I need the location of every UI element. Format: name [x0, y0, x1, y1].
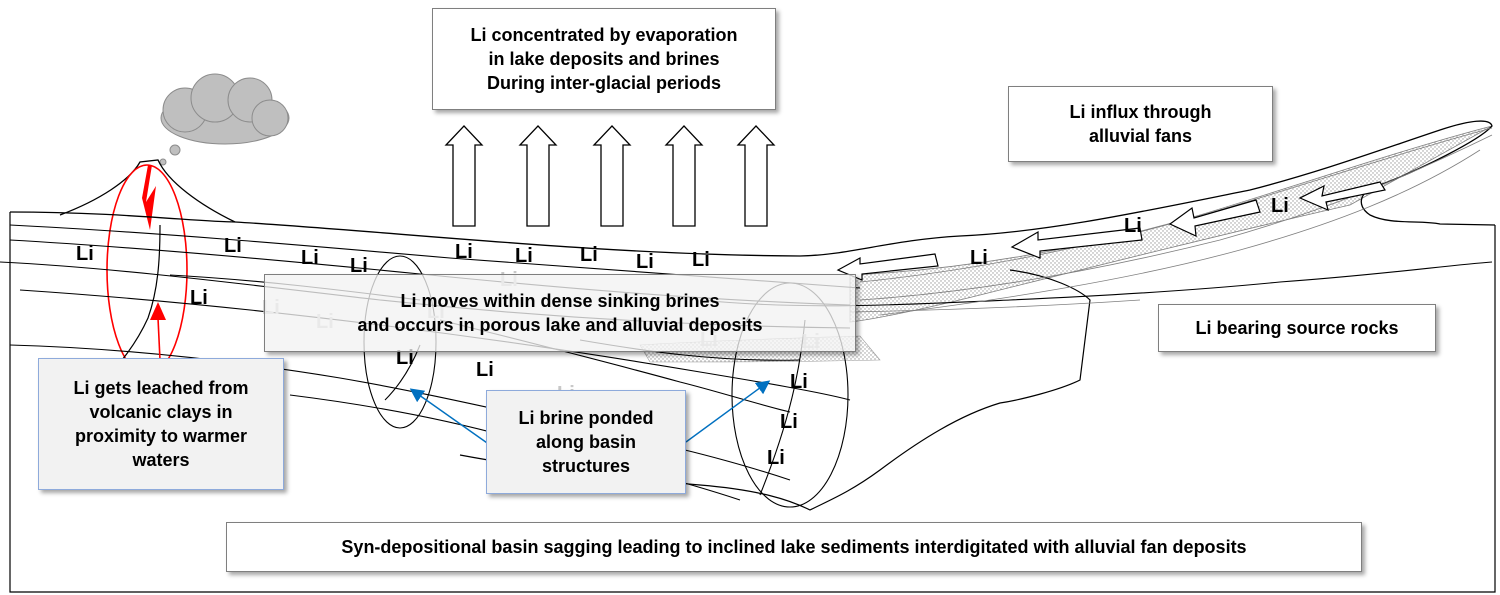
li-marker: Li	[970, 247, 988, 269]
li-marker: Li	[476, 359, 494, 381]
li-marker: Li	[1124, 215, 1142, 237]
basin-frame	[9, 212, 1496, 593]
sinking-brines-box: Li moves within dense sinking brines and…	[264, 274, 856, 352]
left-arrow-icon	[1168, 199, 1261, 237]
influx-arrows	[836, 181, 1386, 281]
li-marker: Li	[636, 251, 654, 273]
li-marker: Li	[350, 255, 368, 277]
li-marker: Li	[396, 347, 414, 369]
li-marker: Li	[767, 447, 785, 469]
li-marker: Li	[692, 249, 710, 271]
ponded-line-3: structures	[541, 456, 631, 476]
sagging-box: Syn-depositional basin sagging leading t…	[226, 522, 1362, 572]
left-arrow-icon	[1298, 181, 1386, 212]
fan-layers	[849, 127, 1493, 316]
li-marker: Li	[790, 371, 808, 393]
li-marker: Li	[455, 241, 473, 263]
leached-line-4: waters	[132, 450, 190, 470]
up-arrow-icon	[736, 125, 776, 227]
red-arrowhead-icon	[150, 302, 166, 320]
volcano-outline	[59, 159, 236, 223]
ponded-line-1: Li brine ponded	[518, 408, 654, 428]
left-arrow-icon	[1010, 227, 1143, 259]
up-arrow-icon	[664, 125, 704, 227]
leached-box: Li gets leached from volcanic clays in p…	[38, 358, 284, 490]
leached-line-3: proximity to warmer	[74, 426, 248, 446]
up-arrow-icon	[592, 125, 632, 227]
volcanic-zone-ellipse	[106, 164, 188, 376]
li-marker: Li	[76, 243, 94, 265]
leached-line-1: Li gets leached from	[73, 378, 249, 398]
cloud-icon	[159, 73, 290, 166]
volcano-vent-icon	[142, 165, 156, 230]
li-marker: Li	[780, 411, 798, 433]
ponded-box: Li brine ponded along basin structures	[486, 390, 686, 494]
evaporation-line-3: During inter-glacial periods	[486, 73, 722, 93]
up-arrow-icon	[518, 125, 558, 227]
li-marker: Li	[224, 235, 242, 257]
sagging-label: Syn-depositional basin sagging leading t…	[341, 537, 1247, 557]
li-marker: Li	[190, 287, 208, 309]
ponded-pointer-right	[685, 380, 771, 443]
li-marker: Li	[301, 247, 319, 269]
sinking-line-2: and occurs in porous lake and alluvial d…	[357, 315, 763, 335]
ponded-pointer-left	[409, 388, 491, 446]
evaporation-arrows	[444, 125, 776, 227]
leached-line-2: volcanic clays in	[89, 402, 233, 422]
influx-line-2: alluvial fans	[1088, 126, 1193, 146]
influx-line-1: Li influx through	[1069, 102, 1212, 122]
leached-pointer	[157, 317, 161, 361]
li-marker: Li	[580, 244, 598, 266]
evaporation-line-1: Li concentrated by evaporation	[470, 25, 738, 45]
li-marker: Li	[515, 245, 533, 267]
ponded-line-2: along basin	[535, 432, 636, 452]
evaporation-line-2: in lake deposits and brines	[488, 49, 720, 69]
source-rocks-label: Li bearing source rocks	[1195, 318, 1399, 338]
evaporation-box: Li concentrated by evaporation in lake d…	[432, 8, 776, 110]
up-arrow-icon	[444, 125, 484, 227]
source-rocks-box: Li bearing source rocks	[1158, 304, 1436, 352]
influx-box: Li influx through alluvial fans	[1008, 86, 1273, 162]
sinking-line-1: Li moves within dense sinking brines	[400, 291, 720, 311]
li-marker: Li	[1271, 195, 1289, 217]
